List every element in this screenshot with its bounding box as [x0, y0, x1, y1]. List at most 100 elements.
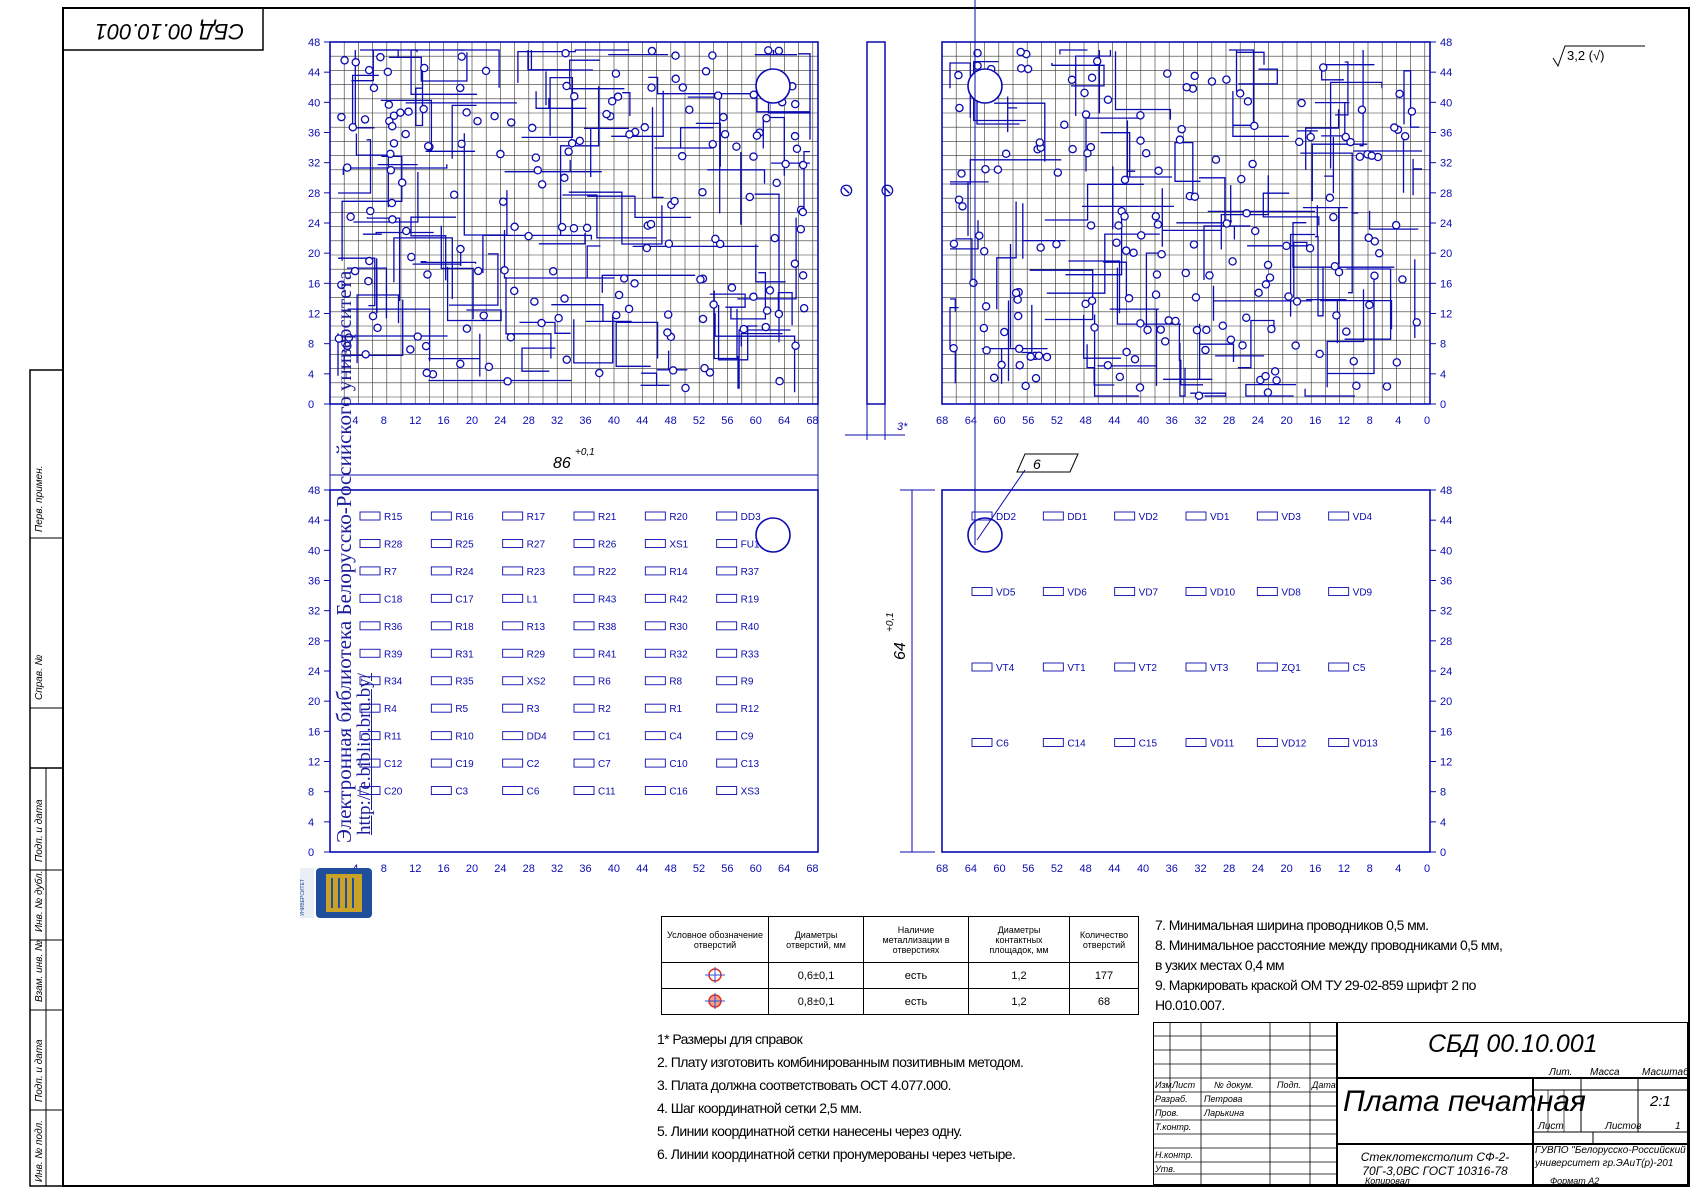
- component-label: R26: [598, 539, 617, 550]
- axis-tick-x: 8: [381, 863, 387, 875]
- component-label: R11: [384, 732, 402, 743]
- component-label: C11: [598, 787, 616, 798]
- component-label: R39: [384, 649, 403, 660]
- note-line: 2. Плату изготовить комбинированным пози…: [657, 1054, 1024, 1070]
- holes-table: Условное обозначение отверстий Диаметры …: [661, 916, 1139, 1015]
- axis-tick-y: 28: [1440, 636, 1452, 648]
- component-label: C10: [669, 759, 688, 770]
- component-label: R22: [598, 567, 617, 578]
- component-label: XS2: [527, 677, 546, 688]
- axis-tick-x: 32: [551, 415, 563, 427]
- axis-tick-x: 16: [1309, 863, 1321, 875]
- axis-tick-y: 40: [308, 545, 320, 557]
- axis-tick-x: 12: [1338, 863, 1350, 875]
- component-label: R10: [455, 732, 474, 743]
- axis-tick-x: 12: [409, 415, 421, 427]
- svg-text:⊘: ⊘: [877, 183, 897, 198]
- tb-col: Изм.: [1155, 1080, 1175, 1090]
- holes-header: Диаметры отверстий, мм: [768, 916, 864, 963]
- watermark-link[interactable]: http://e.biblio.bru.by/: [354, 672, 375, 835]
- component-label: R16: [455, 512, 474, 523]
- strip-label: Перв. примен.: [34, 465, 45, 532]
- strip-label: Подп. и дата: [34, 1039, 45, 1102]
- axis-tick-x: 44: [636, 415, 648, 427]
- component-label: C1: [598, 732, 611, 743]
- axis-tick-y: 36: [1440, 128, 1452, 140]
- axis-tick-x: 8: [1367, 863, 1373, 875]
- axis-tick-y: 4: [1440, 817, 1446, 829]
- doc-code-rotated: СБД 00.10.001: [95, 19, 245, 44]
- axis-tick-y: 40: [308, 97, 320, 109]
- component-label: VD3: [1281, 512, 1301, 523]
- axis-tick-y: 28: [308, 636, 320, 648]
- component-label: C15: [1139, 739, 1158, 750]
- axis-tick-y: 20: [1440, 248, 1452, 260]
- axis-tick-x: 60: [993, 415, 1005, 427]
- axis-tick-x: 4: [1395, 415, 1401, 427]
- component-label: R25: [455, 539, 474, 550]
- copied-label: Копировал: [1365, 1176, 1410, 1186]
- component-label: DD1: [1067, 512, 1087, 523]
- note-line: 3. Плата должна соответствовать ОСТ 4.07…: [657, 1077, 951, 1093]
- axis-tick-x: 8: [381, 415, 387, 427]
- axis-tick-x: 56: [721, 415, 733, 427]
- note-line: 9. Маркировать краской ОМ ТУ 29-02-859 ш…: [1155, 977, 1476, 993]
- component-label: C9: [741, 732, 754, 743]
- axis-tick-y: 12: [308, 309, 320, 321]
- component-label: C18: [384, 594, 403, 605]
- axis-tick-y: 40: [1440, 545, 1452, 557]
- component-label: C17: [455, 594, 474, 605]
- holes-header: Условное обозначение отверстий: [661, 916, 769, 963]
- axis-tick-x: 64: [778, 863, 790, 875]
- axis-tick-x: 68: [936, 415, 948, 427]
- component-label: VT3: [1210, 663, 1229, 674]
- component-label: R5: [455, 704, 468, 715]
- axis-tick-y: 32: [308, 606, 320, 618]
- axis-tick-y: 44: [1440, 67, 1452, 79]
- component-label: R32: [669, 649, 688, 660]
- tb-role: Н.контр.: [1155, 1150, 1194, 1160]
- component-label: C19: [455, 759, 474, 770]
- component-label: L1: [527, 594, 539, 605]
- notes-right: 7. Минимальная ширина проводников 0,5 мм…: [1155, 915, 1503, 1015]
- axis-tick-x: 36: [1166, 863, 1178, 875]
- component-label: VD10: [1210, 588, 1235, 599]
- logo-text: УНИВЕРСИТЕТ: [300, 879, 306, 916]
- axis-tick-x: 60: [750, 415, 762, 427]
- axis-tick-y: 48: [1440, 485, 1452, 497]
- axis-tick-y: 0: [308, 847, 314, 859]
- note-line: 6. Линии координатной сетки пронумерован…: [657, 1146, 1016, 1162]
- axis-tick-y: 4: [308, 369, 314, 381]
- axis-tick-x: 68: [806, 863, 818, 875]
- component-label: VT1: [1067, 663, 1086, 674]
- axis-tick-x: 24: [1252, 415, 1264, 427]
- axis-tick-y: 28: [1440, 188, 1452, 200]
- axis-tick-y: 20: [308, 696, 320, 708]
- axis-tick-x: 12: [1338, 415, 1350, 427]
- axis-tick-y: 0: [1440, 847, 1446, 859]
- width-dim: 86: [553, 455, 571, 472]
- component-label: C14: [1067, 739, 1086, 750]
- board-edge-view: [866, 41, 886, 405]
- axis-tick-y: 16: [1440, 726, 1452, 738]
- axis-tick-x: 64: [965, 863, 977, 875]
- axis-tick-x: 56: [721, 863, 733, 875]
- axis-tick-x: 48: [664, 863, 676, 875]
- component-label: VD2: [1139, 512, 1159, 523]
- component-label: C5: [1353, 663, 1366, 674]
- axis-tick-y: 24: [1440, 666, 1452, 678]
- axis-tick-x: 28: [1223, 863, 1235, 875]
- axis-tick-x: 48: [1080, 415, 1092, 427]
- component-label: R24: [455, 567, 474, 578]
- note-line: Н0.010.007.: [1155, 997, 1225, 1013]
- axis-tick-y: 44: [1440, 515, 1452, 527]
- marking-zone-label: 6: [1033, 456, 1041, 472]
- format-label: Формат A2: [1550, 1176, 1600, 1186]
- axis-tick-x: 56: [1022, 415, 1034, 427]
- svg-text:⊘: ⊘: [836, 183, 856, 198]
- axis-tick-y: 4: [1440, 369, 1446, 381]
- axis-tick-x: 44: [1108, 415, 1120, 427]
- axis-tick-x: 20: [466, 415, 478, 427]
- hole-diam: 0,6±0,1: [768, 962, 864, 989]
- axis-tick-x: 40: [1137, 415, 1149, 427]
